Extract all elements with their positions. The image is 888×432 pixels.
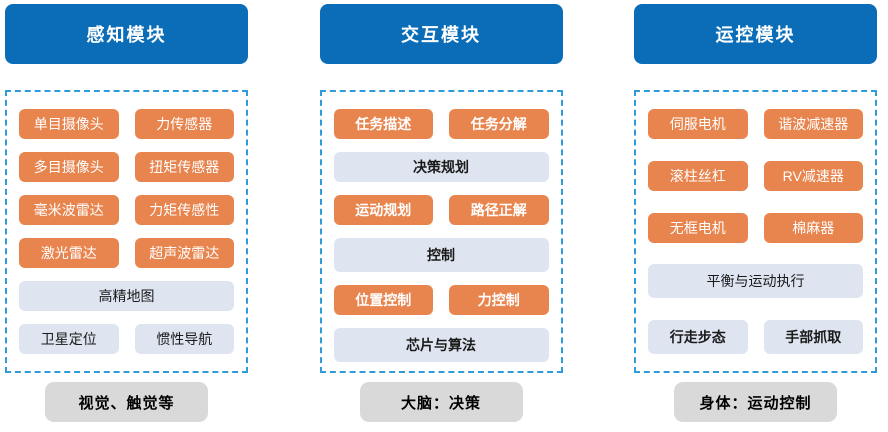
chip: 棉麻器 bbox=[763, 212, 863, 243]
column-header: 交互模块 bbox=[319, 4, 563, 64]
chip: 单目摄像头 bbox=[19, 109, 119, 139]
column-title: 交互模块 bbox=[401, 25, 481, 45]
chip-row: 无框电机 棉麻器 bbox=[648, 212, 863, 243]
chip: 超声波雷达 bbox=[134, 238, 234, 268]
chip: 无框电机 bbox=[648, 212, 748, 243]
chip: 毫米波雷达 bbox=[19, 195, 119, 225]
chip: 任务描述 bbox=[333, 109, 433, 139]
column-title: 运控模块 bbox=[715, 25, 796, 45]
chip-row: 多目摄像头 扭矩传感器 bbox=[19, 152, 234, 182]
chip: 卫星定位 bbox=[19, 324, 119, 354]
chip: 运动规划 bbox=[333, 195, 433, 225]
chip-row: 芯片与算法 bbox=[333, 328, 549, 362]
chip: 激光雷达 bbox=[19, 238, 119, 268]
chip: 多目摄像头 bbox=[19, 152, 119, 182]
chip-row: 平衡与运动执行 bbox=[648, 264, 863, 299]
chip: 扭矩传感器 bbox=[134, 152, 234, 182]
column-header: 运控模块 bbox=[634, 4, 877, 64]
chip: 任务分解 bbox=[449, 109, 549, 139]
chip: 力矩传感性 bbox=[134, 195, 234, 225]
chip: 手部抓取 bbox=[763, 320, 863, 354]
chip: 芯片与算法 bbox=[333, 328, 549, 362]
column-footer: 身体：运动控制 bbox=[674, 382, 837, 422]
chip: RV减速器 bbox=[763, 160, 863, 191]
chip-row: 控制 bbox=[333, 238, 549, 272]
chip: 高精地图 bbox=[19, 281, 234, 311]
column-motion-control-module: 运控模块 伺服电机 谐波减速器 滚柱丝杠 RV减速器 无框电机 棉麻器 平衡与运… bbox=[634, 4, 877, 422]
chip: 惯性导航 bbox=[134, 324, 234, 354]
chip: 路径正解 bbox=[449, 195, 549, 225]
chip: 谐波减速器 bbox=[763, 109, 863, 139]
perception-panel: 单目摄像头 力传感器 多目摄像头 扭矩传感器 毫米波雷达 力矩传感性 激光雷达 … bbox=[5, 90, 248, 373]
chip-row: 激光雷达 超声波雷达 bbox=[19, 238, 234, 268]
interaction-panel: 任务描述 任务分解 决策规划 运动规划 路径正解 控制 位置控制 力控制 芯片与… bbox=[319, 90, 563, 373]
chip-row: 高精地图 bbox=[19, 281, 234, 311]
chip-row: 毫米波雷达 力矩传感性 bbox=[19, 195, 234, 225]
column-interaction-module: 交互模块 任务描述 任务分解 决策规划 运动规划 路径正解 控制 位置控制 力控… bbox=[319, 4, 563, 422]
chip-row: 位置控制 力控制 bbox=[333, 285, 549, 315]
chip: 决策规划 bbox=[333, 152, 549, 182]
chip-row: 卫星定位 惯性导航 bbox=[19, 324, 234, 354]
column-perception-module: 感知模块 单目摄像头 力传感器 多目摄像头 扭矩传感器 毫米波雷达 力矩传感性 … bbox=[5, 4, 248, 422]
module-architecture-diagram: 感知模块 单目摄像头 力传感器 多目摄像头 扭矩传感器 毫米波雷达 力矩传感性 … bbox=[5, 4, 877, 422]
column-footer: 大脑：决策 bbox=[359, 382, 523, 422]
column-title: 感知模块 bbox=[86, 25, 167, 45]
chip: 控制 bbox=[333, 238, 549, 272]
chip-row: 运动规划 路径正解 bbox=[333, 195, 549, 225]
column-header: 感知模块 bbox=[5, 4, 248, 64]
chip-row: 单目摄像头 力传感器 bbox=[19, 109, 234, 139]
chip: 力传感器 bbox=[134, 109, 234, 139]
chip-row: 任务描述 任务分解 bbox=[333, 109, 549, 139]
chip: 伺服电机 bbox=[648, 109, 748, 139]
column-footer: 视觉、触觉等 bbox=[45, 382, 208, 422]
chip-row: 伺服电机 谐波减速器 bbox=[648, 109, 863, 139]
chip-row: 行走步态 手部抓取 bbox=[648, 320, 863, 354]
chip: 行走步态 bbox=[648, 320, 748, 354]
chip: 力控制 bbox=[449, 285, 549, 315]
motion-control-panel: 伺服电机 谐波减速器 滚柱丝杠 RV减速器 无框电机 棉麻器 平衡与运动执行 行… bbox=[634, 90, 877, 373]
chip-row: 滚柱丝杠 RV减速器 bbox=[648, 160, 863, 191]
chip-row: 决策规划 bbox=[333, 152, 549, 182]
chip: 位置控制 bbox=[333, 285, 433, 315]
chip: 平衡与运动执行 bbox=[648, 264, 863, 299]
chip: 滚柱丝杠 bbox=[648, 160, 748, 191]
